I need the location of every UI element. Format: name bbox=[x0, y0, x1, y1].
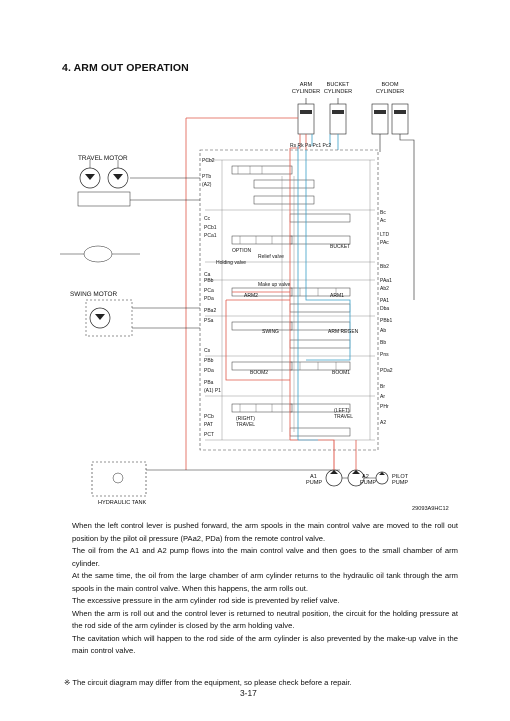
svg-text:Bc: Bc bbox=[380, 210, 386, 216]
svg-text:PCb: PCb bbox=[204, 414, 214, 420]
diagram-code: 29093A9HC12 bbox=[412, 506, 449, 512]
svg-text:Holding valve: Holding valve bbox=[216, 260, 246, 266]
boom-cylinder-label: BOOM bbox=[381, 82, 398, 88]
svg-text:PCb2: PCb2 bbox=[202, 158, 215, 164]
svg-text:A2: A2 bbox=[380, 420, 386, 426]
svg-text:Rs Rk Pa Pc1 Pc2: Rs Rk Pa Pc1 Pc2 bbox=[290, 143, 331, 149]
svg-text:(LEFT): (LEFT) bbox=[334, 408, 350, 414]
svg-text:A1: A1 bbox=[310, 474, 317, 480]
svg-text:PBa2: PBa2 bbox=[204, 308, 216, 314]
svg-text:PUMP: PUMP bbox=[392, 480, 408, 486]
paragraph: The cavitation which will happen to the … bbox=[72, 633, 458, 656]
svg-text:CYLINDER: CYLINDER bbox=[292, 89, 320, 95]
svg-text:PILOT: PILOT bbox=[392, 474, 409, 480]
svg-text:SWING MOTOR: SWING MOTOR bbox=[70, 291, 117, 298]
svg-text:TRAVEL: TRAVEL bbox=[334, 414, 353, 420]
svg-text:PDa: PDa bbox=[204, 368, 214, 374]
svg-text:CYLINDER: CYLINDER bbox=[324, 89, 352, 95]
hydraulic-tank: HYDRAULIC TANK bbox=[91, 461, 340, 506]
svg-text:(A2): (A2) bbox=[202, 182, 212, 188]
svg-text:PHr: PHr bbox=[380, 404, 389, 410]
pumps: A1 PUMP A2 PUMP PILOT PUMP bbox=[306, 469, 409, 487]
svg-text:Ab: Ab bbox=[380, 328, 386, 334]
svg-text:PBb: PBb bbox=[204, 358, 214, 364]
svg-text:PBa: PBa bbox=[204, 380, 214, 386]
valve-spools bbox=[231, 165, 351, 437]
svg-text:PTb: PTb bbox=[202, 174, 211, 180]
svg-text:HYDRAULIC TANK: HYDRAULIC TANK bbox=[98, 500, 147, 506]
svg-text:PAa1: PAa1 bbox=[380, 278, 392, 284]
svg-text:Dba: Dba bbox=[380, 306, 389, 312]
svg-text:LTD: LTD bbox=[380, 232, 389, 238]
svg-text:Ca: Ca bbox=[204, 272, 211, 278]
bucket-cylinder bbox=[329, 98, 347, 135]
svg-text:Cs: Cs bbox=[204, 348, 211, 354]
svg-text:SWING: SWING bbox=[262, 329, 279, 335]
svg-text:PDa2: PDa2 bbox=[380, 368, 393, 374]
svg-text:PSa: PSa bbox=[204, 318, 214, 324]
svg-text:PCb1: PCb1 bbox=[204, 225, 217, 231]
svg-text:A2: A2 bbox=[362, 474, 369, 480]
svg-text:ARM REGEN: ARM REGEN bbox=[328, 329, 359, 335]
svg-text:PCa: PCa bbox=[204, 288, 214, 294]
svg-text:PDa: PDa bbox=[204, 296, 214, 302]
svg-text:PAc: PAc bbox=[380, 240, 389, 246]
svg-text:TRAVEL: TRAVEL bbox=[236, 422, 255, 428]
svg-text:PUMP: PUMP bbox=[360, 480, 376, 486]
paragraph: The oil from the A1 and A2 pump flows in… bbox=[72, 546, 458, 568]
svg-text:PA1: PA1 bbox=[380, 298, 389, 304]
svg-text:PCT: PCT bbox=[204, 432, 214, 438]
boom-cylinder bbox=[371, 103, 409, 135]
svg-text:(A1) P1: (A1) P1 bbox=[204, 388, 221, 394]
paragraph: When the left control lever is pushed fo… bbox=[72, 521, 458, 543]
svg-text:TRAVEL MOTOR: TRAVEL MOTOR bbox=[78, 155, 128, 162]
svg-text:Br: Br bbox=[380, 384, 385, 390]
svg-text:(RIGHT): (RIGHT) bbox=[236, 416, 255, 422]
paragraph: At the same time, the oil from the large… bbox=[72, 571, 458, 593]
travel-motor: TRAVEL MOTOR bbox=[77, 155, 200, 207]
arm-cylinder bbox=[297, 98, 315, 135]
description-text: When the left control lever is pushed fo… bbox=[72, 520, 458, 658]
bucket-cylinder-label: BUCKET bbox=[327, 82, 350, 88]
svg-text:Make up valve: Make up valve bbox=[258, 282, 290, 288]
svg-text:CYLINDER: CYLINDER bbox=[376, 89, 404, 95]
svg-text:ARM1: ARM1 bbox=[330, 293, 344, 299]
svg-text:Ar: Ar bbox=[380, 394, 385, 400]
svg-text:PCa1: PCa1 bbox=[204, 233, 217, 239]
label-bucket: BUCKET bbox=[330, 244, 350, 250]
svg-text:PAT: PAT bbox=[204, 422, 213, 428]
label-option: OPTION bbox=[232, 248, 252, 254]
svg-text:Cc: Cc bbox=[204, 216, 211, 222]
swing-motor: SWING MOTOR bbox=[70, 291, 200, 337]
svg-text:Ab2: Ab2 bbox=[380, 286, 389, 292]
svg-text:PBb: PBb bbox=[204, 278, 214, 284]
svg-text:Ac: Ac bbox=[380, 218, 386, 224]
svg-text:ARM2: ARM2 bbox=[244, 293, 258, 299]
svg-text:Relief valve: Relief valve bbox=[258, 254, 284, 260]
svg-text:BOOM1: BOOM1 bbox=[332, 370, 350, 376]
svg-text:PUMP: PUMP bbox=[306, 480, 322, 486]
page-number: 3-17 bbox=[240, 688, 257, 698]
page-title: 4. ARM OUT OPERATION bbox=[62, 62, 189, 74]
svg-text:Pns: Pns bbox=[380, 352, 389, 358]
svg-text:Bb: Bb bbox=[380, 340, 386, 346]
paragraph: When the arm is roll out and the control… bbox=[72, 608, 458, 631]
svg-text:PBb1: PBb1 bbox=[380, 318, 392, 324]
svg-text:Bb2: Bb2 bbox=[380, 264, 389, 270]
paragraph: The excessive pressure in the arm cylind… bbox=[72, 596, 340, 605]
arm-cylinder-label: ARM bbox=[300, 82, 313, 88]
svg-text:BOOM2: BOOM2 bbox=[250, 370, 268, 376]
repair-note: ※ The circuit diagram may differ from th… bbox=[64, 678, 352, 687]
